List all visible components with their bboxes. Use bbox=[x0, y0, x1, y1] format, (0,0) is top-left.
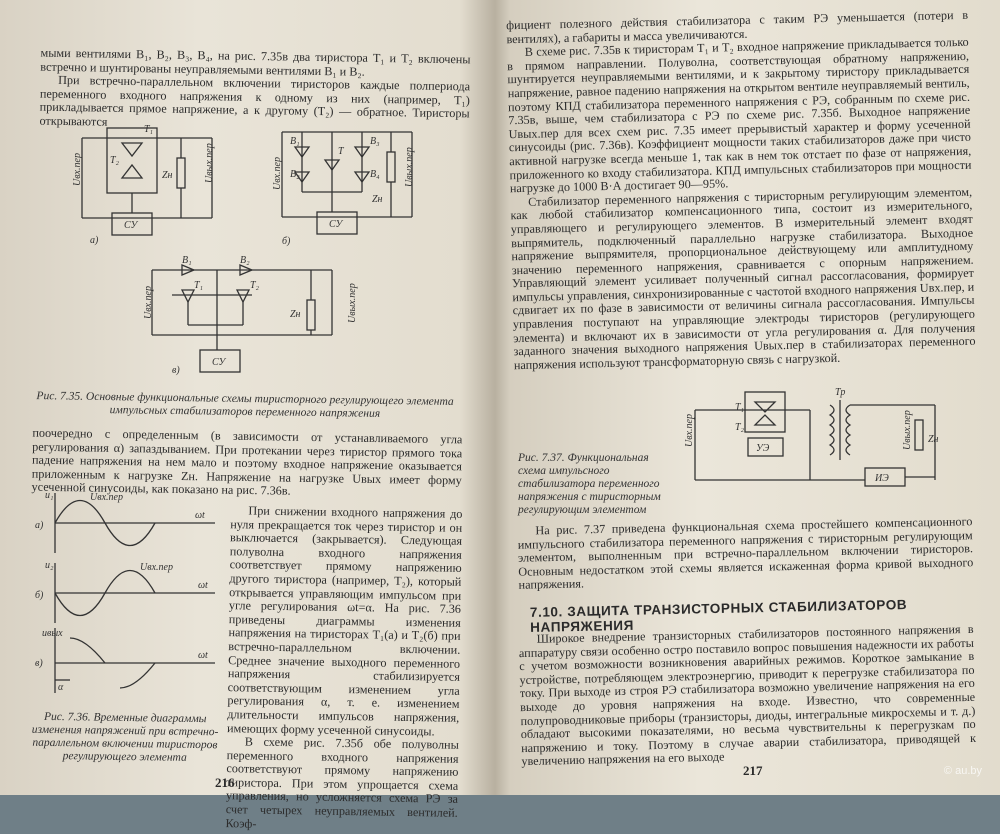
figure-7-37-schematic: T₁ T₂ Тр УЭ ИЭ Zн Uвх.пер Uвых.пер bbox=[684, 387, 939, 487]
svg-text:T₁: T₁ bbox=[194, 280, 203, 291]
svg-text:УЭ: УЭ bbox=[756, 443, 770, 454]
svg-text:B₁: B₁ bbox=[290, 136, 300, 147]
svg-text:а): а) bbox=[35, 520, 44, 531]
svg-text:uвых: uвых bbox=[42, 628, 63, 639]
svg-text:СУ: СУ bbox=[329, 219, 344, 230]
figure-7-36-timing-diagrams: а) б) в) u₁ u₂ uвых Uвх.пер Uвх.пер ωt ω… bbox=[35, 490, 215, 693]
svg-text:B₂: B₂ bbox=[290, 169, 300, 180]
svg-text:Uвых.пер: Uвых.пер bbox=[404, 147, 415, 187]
svg-text:ωt: ωt bbox=[195, 510, 205, 521]
svg-text:Uвых.пер: Uвых.пер bbox=[902, 410, 913, 450]
watermark: © au.by bbox=[943, 765, 982, 777]
left-paragraph-4: При снижении входного напряжения до нуля… bbox=[225, 503, 463, 831]
svg-text:Uвых.пер: Uвых.пер bbox=[347, 283, 358, 323]
left-page: мыми вентилями B₁, B₂, B₃, B₄, на рис. 7… bbox=[0, 0, 492, 831]
svg-text:ωt: ωt bbox=[198, 650, 208, 661]
svg-text:α: α bbox=[58, 682, 64, 693]
svg-text:T₂: T₂ bbox=[250, 280, 260, 291]
svg-text:B₄: B₄ bbox=[370, 169, 380, 180]
figure-7-35b-schematic: B₁ B₂ B₃ B₄ T Zн СУ б) Uвх.пер Uвых.пер bbox=[272, 131, 415, 247]
right-page: фициент полезного действия стабилизатора… bbox=[500, 0, 1000, 795]
svg-text:а): а) bbox=[90, 235, 99, 246]
svg-text:T₁: T₁ bbox=[735, 402, 744, 413]
page-number-right: 217 bbox=[743, 763, 763, 778]
svg-text:Zн: Zн bbox=[372, 194, 383, 205]
svg-text:T₁: T₁ bbox=[144, 124, 153, 135]
svg-text:T₂: T₂ bbox=[735, 422, 745, 433]
page-number-left: 216 bbox=[215, 775, 235, 790]
figure-7-37-caption: Рис. 7.37. Функциональная схема импульсн… bbox=[518, 452, 661, 516]
svg-text:б): б) bbox=[35, 590, 44, 601]
figure-7-35-caption: Рис. 7.35. Основные функциональные схемы… bbox=[36, 390, 454, 420]
figure-7-36-caption: Рис. 7.36. Временные диаграммы изменения… bbox=[31, 710, 219, 764]
svg-text:б): б) bbox=[282, 236, 291, 247]
svg-text:Uвх.пер: Uвх.пер bbox=[90, 492, 123, 503]
figure-7-35a-schematic: T₁ T₂ Zн СУ а) Uвх.пер Uвых.пер bbox=[72, 124, 215, 246]
svg-text:Uвх.пер: Uвх.пер bbox=[272, 157, 283, 190]
svg-text:СУ: СУ bbox=[212, 357, 227, 368]
svg-text:в): в) bbox=[35, 658, 43, 669]
svg-text:Uвх.пер: Uвх.пер bbox=[684, 414, 695, 447]
svg-text:Тр: Тр bbox=[835, 387, 845, 398]
svg-text:Uвых.пер: Uвых.пер bbox=[204, 143, 215, 183]
svg-text:Zн: Zн bbox=[290, 309, 301, 320]
svg-text:B₃: B₃ bbox=[370, 136, 380, 147]
svg-text:u₂: u₂ bbox=[45, 560, 54, 571]
svg-text:ИЭ: ИЭ bbox=[874, 473, 889, 484]
right-paragraph-5: Широкое внедрение транзисторных стабилиз… bbox=[518, 621, 977, 769]
svg-text:Uвх.пер: Uвх.пер bbox=[143, 286, 154, 319]
right-paragraph-1: фициент полезного действия стабилизатора… bbox=[506, 7, 976, 373]
right-paragraph-4: На рис. 7.37 приведена функциональная сх… bbox=[517, 514, 974, 593]
svg-text:Zн: Zн bbox=[162, 170, 173, 181]
svg-text:СУ: СУ bbox=[124, 220, 139, 231]
svg-text:B₂: B₂ bbox=[240, 255, 250, 266]
svg-text:T₂: T₂ bbox=[110, 155, 120, 166]
figure-7-35v-schematic: B₁ B₂ T₁ T₂ Zн СУ в) Uвх.пер Uвых.пер bbox=[143, 255, 358, 376]
svg-text:Zн: Zн bbox=[928, 434, 939, 445]
svg-text:u₁: u₁ bbox=[45, 490, 53, 501]
svg-text:T: T bbox=[338, 146, 345, 157]
svg-text:B₁: B₁ bbox=[182, 255, 192, 266]
svg-text:ωt: ωt bbox=[198, 580, 208, 591]
svg-text:в): в) bbox=[172, 365, 180, 376]
svg-text:Uвх.пер: Uвх.пер bbox=[140, 562, 173, 573]
svg-text:Uвх.пер: Uвх.пер bbox=[72, 153, 83, 186]
